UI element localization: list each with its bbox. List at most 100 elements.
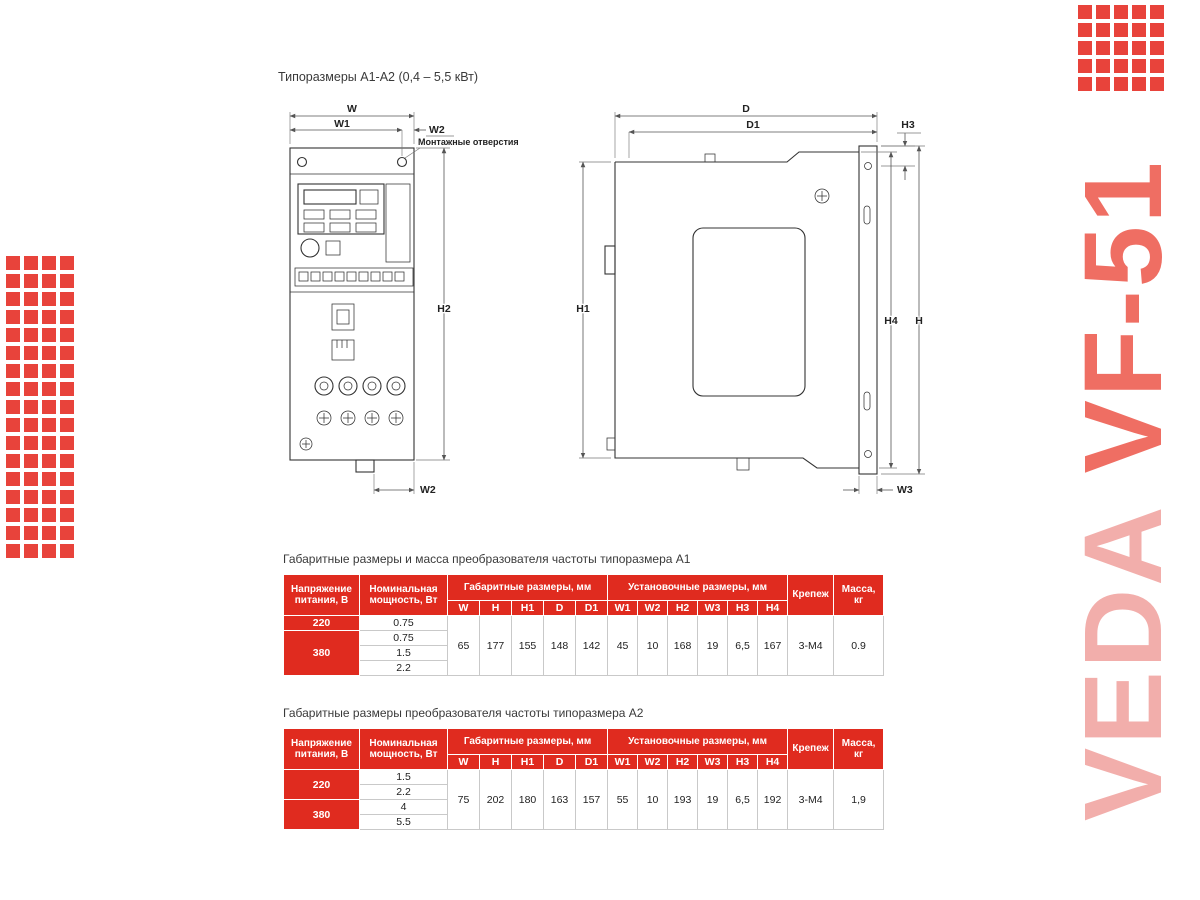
power-cell: 0.75 [359,630,448,646]
dimensions-table-a1: Напряжение питания, В Номинальная мощнос… [283,574,885,676]
col-header-overall: Габаритные размеры, мм [446,728,609,755]
voltage-cell: 220 [283,615,360,631]
subcol-w3: W3 [697,754,729,770]
dimensions-table-a2: Напряжение питания, В Номинальная мощнос… [283,728,885,830]
power-cell: 2.2 [359,784,448,800]
front-mounting-holes-label: Монтажные отверстия [418,137,519,147]
front-dimensions [289,112,454,494]
subcol-h4: H4 [757,754,789,770]
page-title: Типоразмеры А1-А2 (0,4 – 5,5 кВт) [278,70,479,84]
table-row: 5.5 [284,814,884,830]
value-h: 202 [479,769,512,830]
value-h: 177 [479,615,512,676]
subcol-h: H [479,600,512,616]
subcol-d: D [543,754,576,770]
value-mass: 1,9 [833,769,885,830]
value-h4: 192 [757,769,789,830]
col-header-power: Номинальная мощность, Вт [359,728,448,770]
value-d: 163 [543,769,576,830]
power-cell: 0.75 [359,615,448,631]
side-device-outline [604,145,878,475]
subcol-d: D [543,600,576,616]
col-header-mounting: Установочные размеры, мм [607,728,789,755]
front-view-drawing: W W1 W2 Монтажные отверстия H2 W2 [289,102,520,497]
side-dim-h-label: H [915,315,923,327]
subcol-h4: H4 [757,600,789,616]
col-header-mass: Масса, кг [833,574,885,616]
value-mass: 0.9 [833,615,885,676]
voltage-cell: 220 [283,769,360,800]
table-row: 220 1.5 75 202 180 163 157 55 10 193 19 … [283,769,885,830]
side-dimensions [579,112,925,494]
side-dim-h3-label: H3 [901,119,915,131]
value-w3: 19 [697,769,729,830]
subcol-h2: H2 [667,754,699,770]
value-h2: 193 [667,769,699,830]
decor-squares-left [6,256,74,558]
brand-name: VEDA [1062,503,1185,822]
power-cell: 4 [359,799,448,815]
value-d1: 157 [574,769,609,830]
subcol-h3: H3 [727,754,759,770]
value-h4: 167 [757,615,789,676]
table-row: 2.2 [284,660,884,676]
subcol-h2: H2 [667,600,699,616]
col-header-power: Номинальная мощность, Вт [359,574,448,616]
power-cell: 1.5 [359,769,448,785]
value-w2: 10 [637,615,669,676]
subcol-h: H [479,754,512,770]
voltage-cell: 380 [283,630,360,676]
subcol-w2: W2 [637,754,669,770]
front-dim-w-label: W [347,103,357,115]
decor-squares-top-right [1078,5,1164,91]
side-dim-d1-label: D1 [746,119,760,131]
voltage-cell: 380 [283,799,360,830]
side-dim-h4-label: H4 [884,315,898,327]
front-device-outline [289,147,415,473]
col-header-mass: Масса, кг [833,728,885,770]
front-dim-w2-bottom-label: W2 [420,484,436,496]
value-h2: 168 [667,615,699,676]
side-dim-h1-label: H1 [576,303,590,315]
value-w: 75 [447,769,480,830]
col-header-fastener: Крепеж [787,728,835,770]
brand-model: VF-51 [1062,158,1185,474]
value-d: 148 [543,615,576,676]
subcol-d1: D1 [574,600,609,616]
col-header-voltage: Напряжение питания, В [283,574,360,616]
value-w3: 19 [697,615,729,676]
subcol-w3: W3 [697,600,729,616]
subcol-h3: H3 [727,600,759,616]
value-w: 65 [447,615,480,676]
value-h1: 155 [511,615,544,676]
value-w1: 55 [607,769,639,830]
value-fastener: 3-М4 [787,769,835,830]
col-header-voltage: Напряжение питания, В [283,728,360,770]
table-row: 220 0.75 65 177 155 148 142 45 10 168 19… [283,615,885,676]
value-fastener: 3-М4 [787,615,835,676]
subcol-w2: W2 [637,600,669,616]
value-d1: 142 [574,615,609,676]
value-w2: 10 [637,769,669,830]
power-cell: 5.5 [359,814,448,830]
value-h3: 6,5 [727,769,759,830]
col-header-overall: Габаритные размеры, мм [446,574,609,601]
front-dim-w2-top-label: W2 [429,124,445,136]
subcol-w: W [447,754,480,770]
subcol-w: W [447,600,480,616]
subcol-h1: H1 [511,600,544,616]
col-header-mounting: Установочные размеры, мм [607,574,789,601]
table-row: 2.2 [284,784,884,800]
side-dim-d-label: D [742,103,750,115]
power-cell: 2.2 [359,660,448,676]
col-header-fastener: Крепеж [787,574,835,616]
brand-vertical-logo: VEDA VF-51 [1062,159,1185,821]
front-dim-h2-label: H2 [437,303,451,315]
value-h1: 180 [511,769,544,830]
table-a2-title: Габаритные размеры преобразователя часто… [283,706,644,720]
subcol-w1: W1 [607,600,639,616]
value-h3: 6,5 [727,615,759,676]
side-dim-w3-label: W3 [897,484,913,496]
subcol-d1: D1 [574,754,609,770]
subcol-h1: H1 [511,754,544,770]
